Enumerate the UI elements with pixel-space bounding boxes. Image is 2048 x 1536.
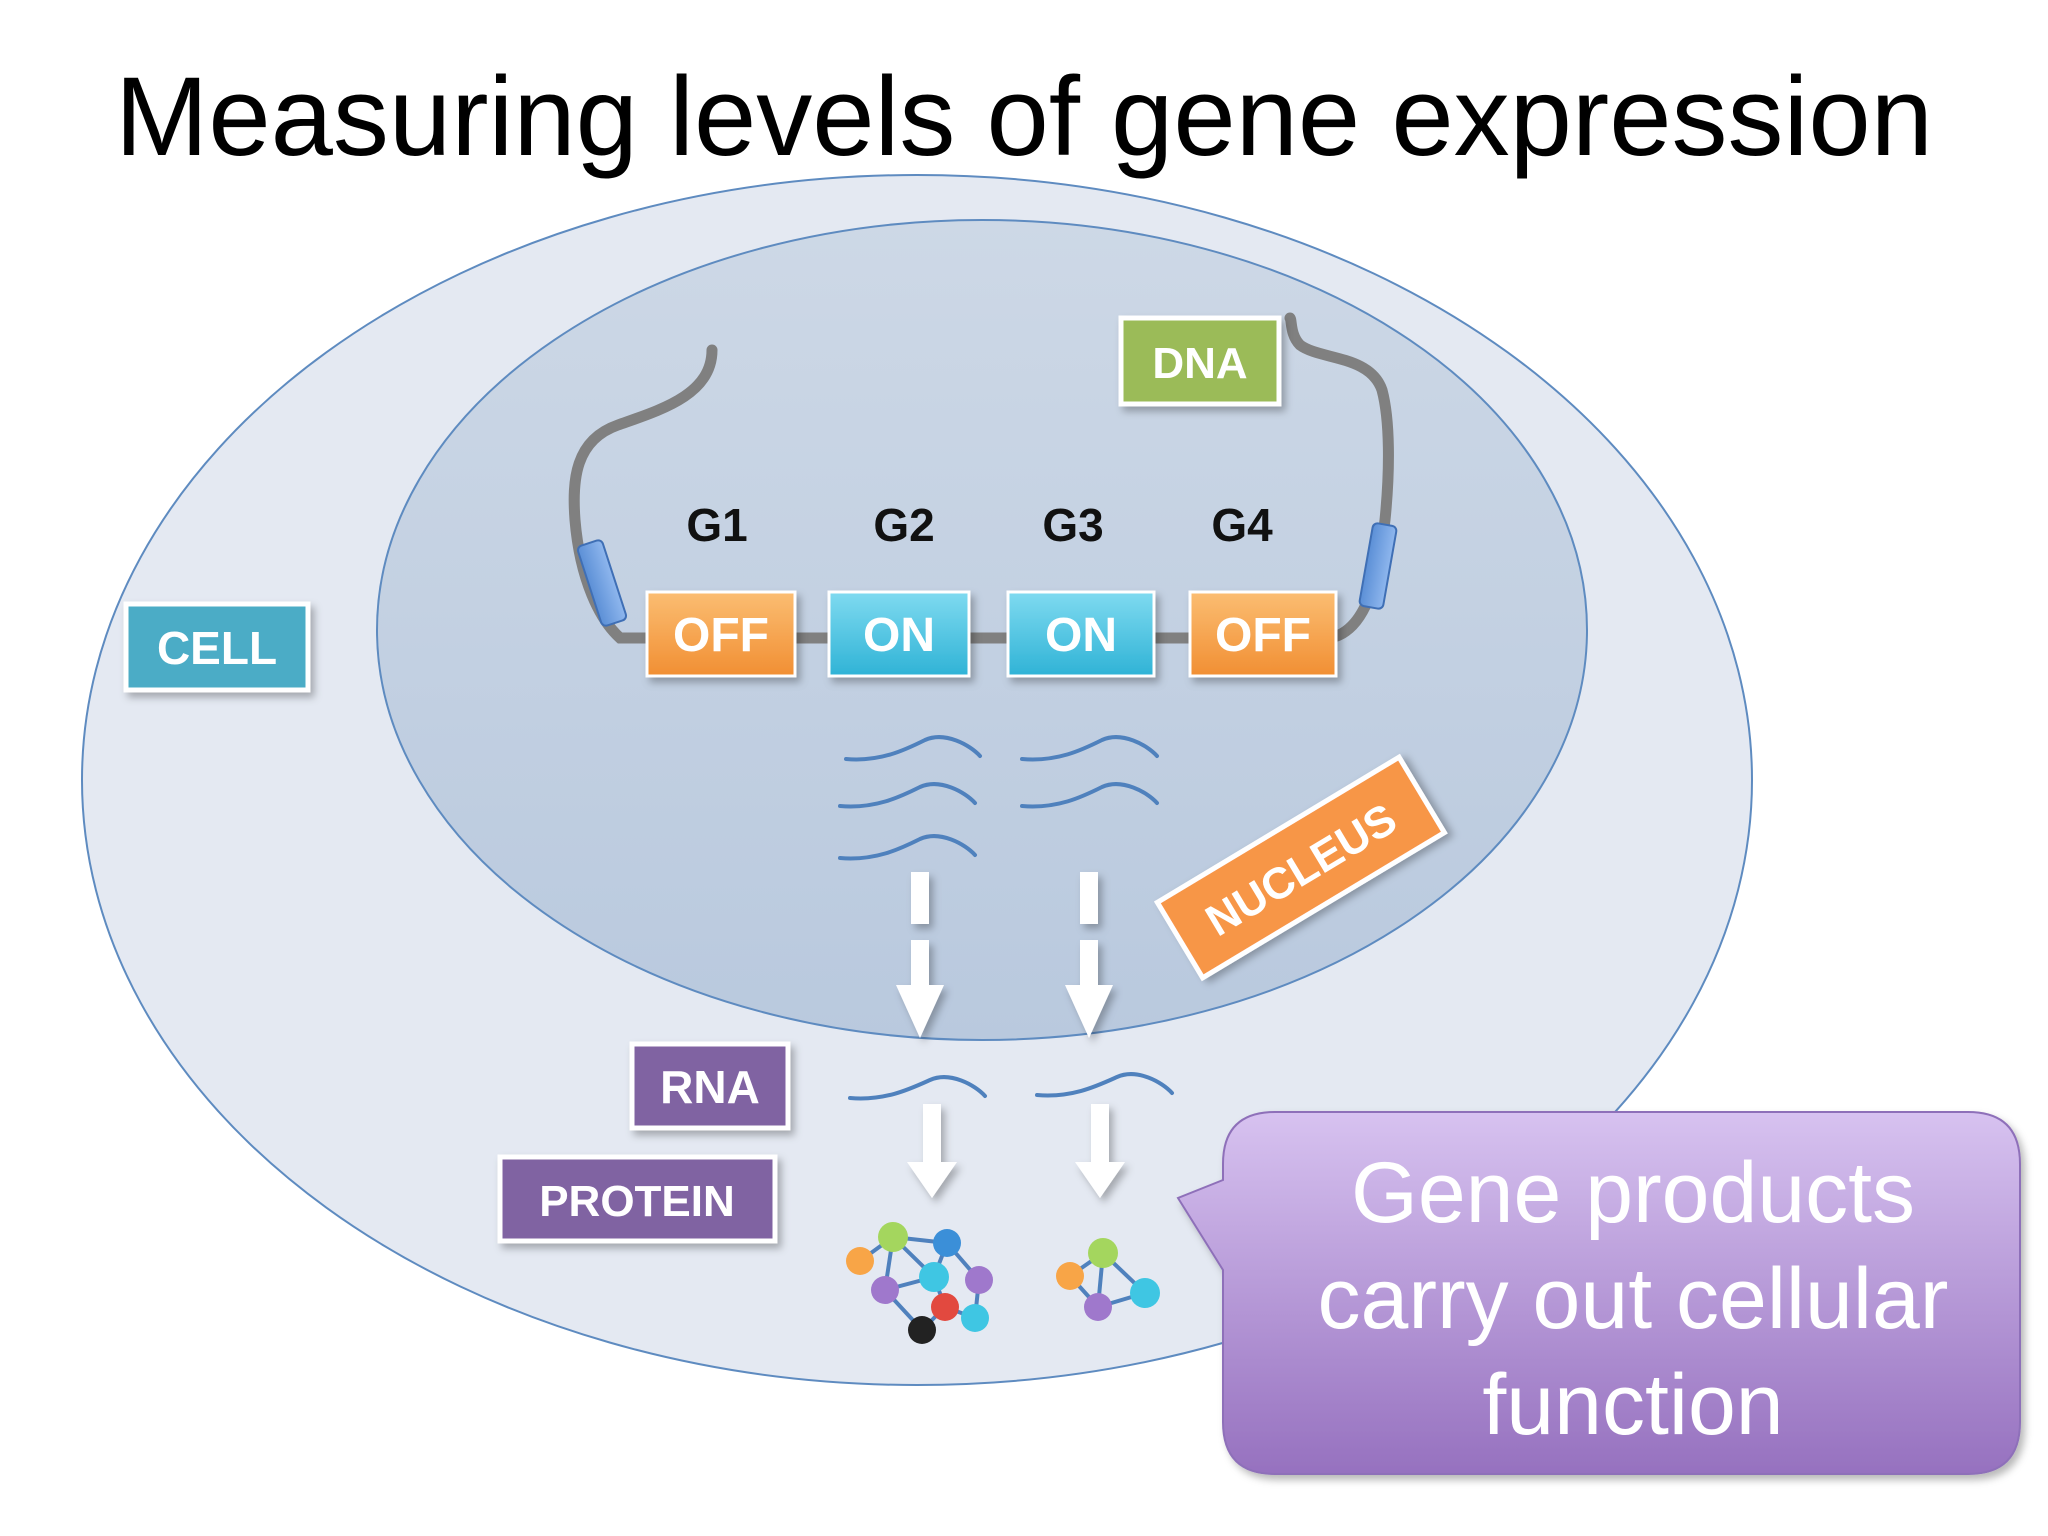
gene-state-g4: OFF xyxy=(1215,609,1311,662)
translation-arrow-right xyxy=(1075,1104,1125,1198)
nuclear-rna-transcripts xyxy=(838,735,1159,861)
rna-label: RNA xyxy=(660,1061,760,1113)
callout-line-2: carry out cellular xyxy=(1317,1251,1949,1347)
protein-label-box xyxy=(497,1154,778,1244)
protein-complex-large xyxy=(846,1222,993,1344)
translation-arrow-left xyxy=(907,1104,957,1198)
gene-state-g2: ON xyxy=(863,609,935,662)
export-arrow-left xyxy=(896,872,944,1038)
gene-state-g1: OFF xyxy=(673,609,769,662)
rna-label-box xyxy=(629,1041,791,1131)
cell-label: CELL xyxy=(157,622,277,674)
callout-text: Gene products carry out cellular functio… xyxy=(1228,1140,2038,1458)
dna-label-box xyxy=(1118,315,1282,407)
cytoplasm-rna-transcripts xyxy=(848,1072,1174,1101)
nucleus-membrane xyxy=(376,219,1588,1041)
gene-name-g2: G2 xyxy=(873,499,934,551)
gene-name-g3: G3 xyxy=(1042,499,1103,551)
gene-box-g2 xyxy=(827,590,971,678)
gene-name-g1: G1 xyxy=(686,499,747,551)
dna-promoter-right xyxy=(1358,522,1398,610)
dna-label: DNA xyxy=(1152,339,1247,388)
cell-label-box xyxy=(123,601,311,693)
dna-strand xyxy=(568,312,1394,644)
gene-box-g4 xyxy=(1188,590,1338,678)
page-title: Measuring levels of gene expression xyxy=(115,54,1933,179)
gene-name-g4: G4 xyxy=(1211,499,1273,551)
nucleus-label-box xyxy=(1153,753,1448,982)
gene-box-g1 xyxy=(645,590,797,678)
callout-line-1: Gene products xyxy=(1350,1145,1916,1241)
export-arrow-right xyxy=(1065,872,1113,1038)
protein-complex-small xyxy=(1056,1238,1160,1321)
protein-label: PROTEIN xyxy=(539,1177,735,1226)
gene-state-g3: ON xyxy=(1045,609,1117,662)
callout-line-3: function xyxy=(1482,1357,1784,1453)
gene-box-g3 xyxy=(1006,590,1156,678)
callout-bubble xyxy=(1176,1111,2021,1475)
dna-promoter-left xyxy=(576,539,628,627)
